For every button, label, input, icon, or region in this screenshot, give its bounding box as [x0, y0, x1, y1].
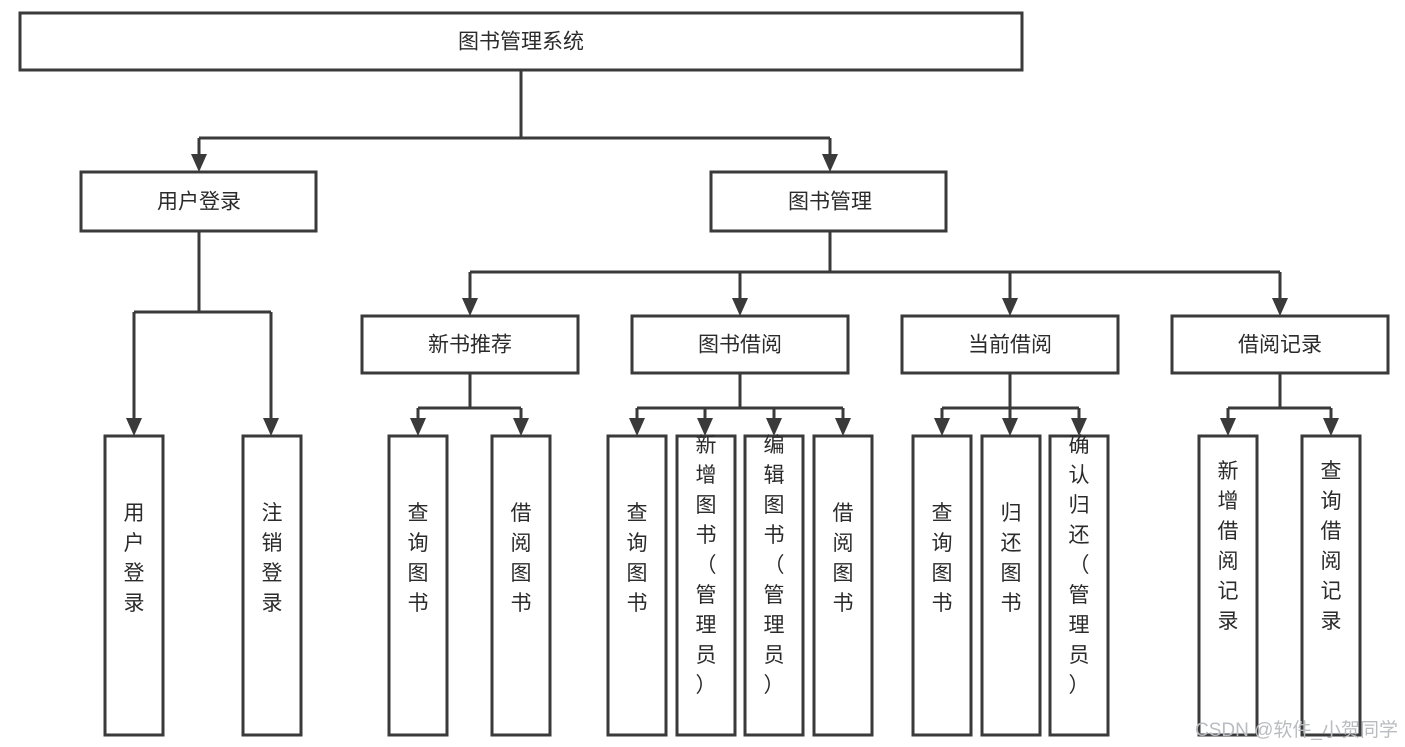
node-borrow-record-box[interactable] [1170, 314, 1390, 375]
node-book-borrow[interactable]: 图书借阅 [630, 314, 850, 375]
leaf-user-login[interactable]: 用户登录 [103, 434, 165, 737]
arrowhead-current-borrow [1002, 298, 1018, 316]
node-new-book-recommend-box[interactable] [360, 314, 580, 375]
node-book-management-label: 图书管理 [788, 191, 872, 214]
leaf-borrow-edit-book-box[interactable] [743, 434, 805, 737]
arrowhead-book-mgmt [822, 154, 838, 172]
leaf-record-query[interactable]: 查询借阅记录 [1300, 434, 1362, 737]
leaf-record-query-label: 查询借阅记录 [1321, 460, 1342, 633]
node-book-management-box[interactable] [709, 170, 948, 233]
leaf-current-return-book[interactable]: 归还图书 [980, 434, 1042, 737]
leaf-borrow-query-book[interactable]: 查询图书 [606, 434, 668, 737]
node-new-book-recommend[interactable]: 新书推荐 [360, 314, 580, 375]
arrowhead-new-book-recommend [462, 298, 478, 316]
node-borrow-record-label: 借阅记录 [1238, 334, 1322, 357]
arrowhead-borrow-leaf-3 [766, 418, 782, 436]
arrowhead-current-leaf-2 [1002, 418, 1018, 436]
leaf-recommend-borrow-book-box[interactable] [490, 434, 552, 737]
leaf-borrow-add-book-box[interactable] [675, 434, 737, 737]
arrowhead-leaf-user-login [126, 418, 142, 436]
node-current-borrow[interactable]: 当前借阅 [900, 314, 1120, 375]
node-user-login-box[interactable] [79, 170, 318, 233]
leaf-borrow-add-book-label: 新增图书（管理员） [696, 434, 717, 697]
arrowhead-borrow-leaf-2 [697, 418, 713, 436]
leaf-logout-box[interactable] [241, 434, 303, 737]
leaf-logout[interactable]: 注销登录 [241, 434, 303, 737]
arrowhead-current-leaf-1 [934, 418, 950, 436]
leaf-current-return-book-box[interactable] [980, 434, 1042, 737]
leaf-recommend-query-book-box[interactable] [387, 434, 449, 737]
arrowhead-recommend-leaf-1 [410, 418, 426, 436]
leaf-recommend-query-book-label: 查询图书 [408, 502, 429, 615]
leaf-user-login-label: 用户登录 [124, 502, 145, 615]
arrowhead-borrow-record [1272, 298, 1288, 316]
node-root[interactable]: 图书管理系统 [18, 11, 1024, 72]
leaf-current-confirm-return-box[interactable] [1048, 434, 1110, 737]
leaf-user-login-box[interactable] [103, 434, 165, 737]
leaf-borrow-borrow-book-box[interactable] [812, 434, 874, 737]
arrowhead-record-leaf-2 [1323, 418, 1339, 436]
leaf-current-query-book-label: 查询图书 [932, 502, 953, 615]
leaf-record-add[interactable]: 新增借阅记录 [1197, 434, 1259, 737]
leaf-current-query-book[interactable]: 查询图书 [911, 434, 973, 737]
arrowhead-recommend-leaf-2 [513, 418, 529, 436]
leaf-borrow-borrow-book[interactable]: 借阅图书 [812, 434, 874, 737]
arrowhead-borrow-leaf-1 [629, 418, 645, 436]
csdn-watermark: CSDN @软件_小贺同学 [1195, 719, 1398, 741]
nodes-layer: 图书管理系统 用户登录 图书管理 新书推荐 图书借阅 当前 [18, 11, 1390, 737]
arrowhead-leaf-logout [263, 418, 279, 436]
leaf-borrow-query-book-label: 查询图书 [627, 502, 648, 615]
leaf-borrow-borrow-book-label: 借阅图书 [833, 502, 854, 615]
leaf-current-confirm-return-label: 确认归还（管理员） [1069, 434, 1090, 697]
node-book-borrow-box[interactable] [630, 314, 850, 375]
leaf-current-return-book-label: 归还图书 [1001, 502, 1022, 615]
leaf-logout-label: 注销登录 [262, 502, 283, 615]
node-current-borrow-box[interactable] [900, 314, 1120, 375]
arrowhead-borrow-leaf-4 [835, 418, 851, 436]
edges-layer [126, 70, 1339, 436]
leaf-recommend-query-book[interactable]: 查询图书 [387, 434, 449, 737]
leaf-record-add-label: 新增借阅记录 [1218, 460, 1239, 633]
arrowhead-book-borrow [732, 298, 748, 316]
leaf-borrow-edit-book[interactable]: 编辑图书（管理员） [743, 434, 805, 737]
node-current-borrow-label: 当前借阅 [968, 334, 1052, 357]
node-root-box[interactable] [18, 11, 1024, 72]
leaf-current-query-book-box[interactable] [911, 434, 973, 737]
node-user-login-label: 用户登录 [157, 191, 241, 214]
leaf-recommend-borrow-book-label: 借阅图书 [511, 502, 532, 615]
arrowhead-current-leaf-3 [1071, 418, 1087, 436]
node-book-management[interactable]: 图书管理 [709, 170, 948, 233]
leaf-borrow-add-book[interactable]: 新增图书（管理员） [675, 434, 737, 737]
node-user-login[interactable]: 用户登录 [79, 170, 318, 233]
node-root-label: 图书管理系统 [458, 31, 584, 54]
leaf-borrow-query-book-box[interactable] [606, 434, 668, 737]
node-book-borrow-label: 图书借阅 [698, 334, 782, 357]
arrowhead-record-leaf-1 [1220, 418, 1236, 436]
leaf-record-query-box[interactable] [1300, 434, 1362, 737]
node-borrow-record[interactable]: 借阅记录 [1170, 314, 1390, 375]
node-new-book-recommend-label: 新书推荐 [428, 334, 512, 357]
leaf-recommend-borrow-book[interactable]: 借阅图书 [490, 434, 552, 737]
leaf-borrow-edit-book-label: 编辑图书（管理员） [764, 434, 785, 697]
arrowhead-user-login [191, 154, 207, 172]
leaf-record-add-box[interactable] [1197, 434, 1259, 737]
leaf-current-confirm-return[interactable]: 确认归还（管理员） [1048, 434, 1110, 737]
